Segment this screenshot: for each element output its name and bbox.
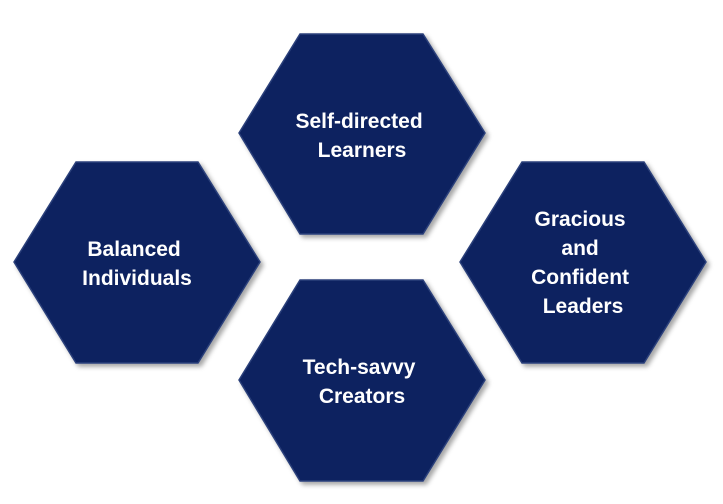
label-line: Creators bbox=[319, 385, 405, 408]
hexagon-shape-left bbox=[13, 161, 261, 364]
label-line: Tech-savvy bbox=[303, 356, 416, 379]
hexagon-label-bottom: Tech-savvy Creators bbox=[303, 356, 422, 408]
hexagon-label-right: Gracious and Confident Leaders bbox=[531, 208, 635, 318]
label-line: Gracious bbox=[535, 208, 626, 231]
hexagon-shape-top bbox=[238, 33, 486, 235]
hexagon-shape-bottom bbox=[238, 279, 486, 482]
label-line: Confident bbox=[531, 266, 629, 289]
hexagon-self-directed-learners: Self-directed Learners bbox=[238, 33, 486, 235]
hexagon-label-top: Self-directed Learners bbox=[295, 110, 428, 162]
label-line: Self-directed bbox=[295, 110, 422, 133]
label-line: Learners bbox=[318, 139, 407, 162]
hexagon-tech-savvy-creators: Tech-savvy Creators bbox=[238, 279, 486, 482]
hexagon-gracious-confident-leaders: Gracious and Confident Leaders bbox=[459, 161, 707, 364]
label-line: Individuals bbox=[82, 267, 192, 290]
label-line: and bbox=[561, 237, 598, 260]
hexagon-balanced-individuals: Balanced Individuals bbox=[13, 161, 261, 364]
label-line: Leaders bbox=[543, 295, 624, 318]
label-line: Balanced bbox=[87, 238, 180, 261]
hexagon-shape-right bbox=[459, 161, 707, 364]
hexagon-label-left: Balanced Individuals bbox=[82, 238, 192, 290]
